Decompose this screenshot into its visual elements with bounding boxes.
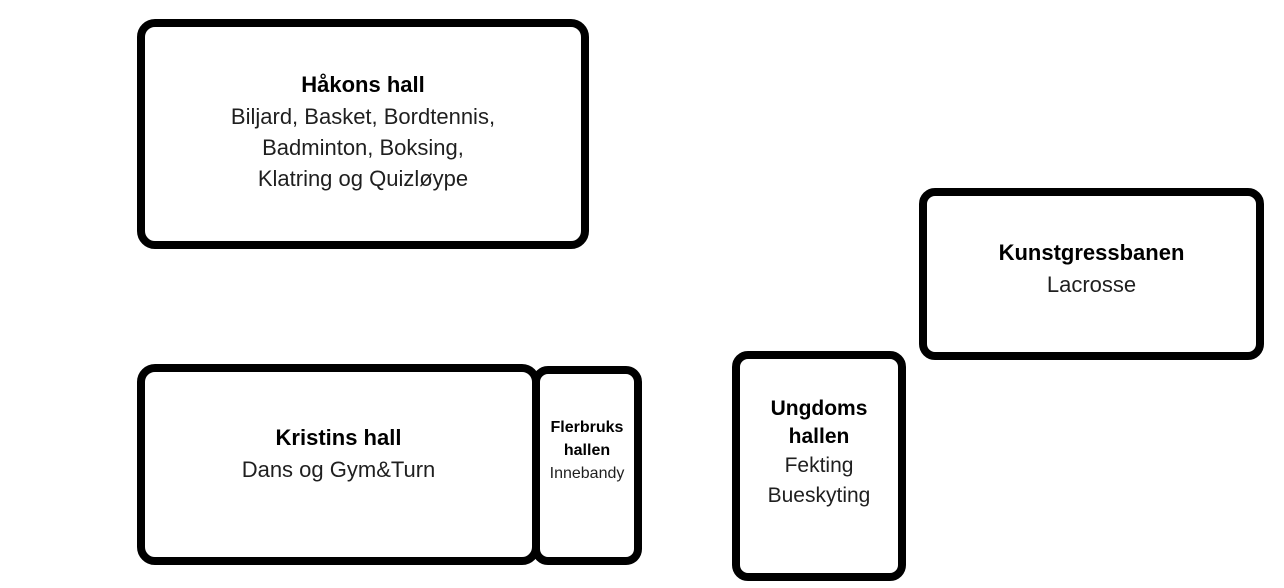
ungdoms-hallen-activities: Fekting Bueskyting: [767, 454, 871, 507]
flerbruks-hallen-name: Flerbruks hallen: [550, 418, 624, 459]
kristins-hall-name: Kristins hall: [275, 424, 402, 450]
flerbruks-hallen-activities: Innebandy: [549, 464, 625, 482]
ungdoms-hallen-box[interactable]: Ungdoms hallen Fekting Bueskyting: [732, 351, 906, 581]
hakons-hall-activities: Biljard, Basket, Bordtennis, Badminton, …: [230, 103, 496, 191]
hakons-hall-name: Håkons hall: [301, 71, 425, 97]
kunstgressbanen-box[interactable]: Kunstgressbanen Lacrosse: [919, 188, 1264, 360]
kristins-hall-box[interactable]: Kristins hall Dans og Gym&Turn: [137, 364, 540, 565]
flerbruks-hallen-box[interactable]: Flerbruks hallen Innebandy: [532, 366, 642, 565]
kunstgressbanen-name: Kunstgressbanen: [998, 240, 1185, 265]
kristins-hall-activities: Dans og Gym&Turn: [241, 456, 436, 482]
kunstgressbanen-activities: Lacrosse: [1046, 272, 1137, 297]
ungdoms-hallen-name: Ungdoms hallen: [770, 397, 868, 448]
hakons-hall-box[interactable]: Håkons hall Biljard, Basket, Bordtennis,…: [137, 19, 589, 249]
